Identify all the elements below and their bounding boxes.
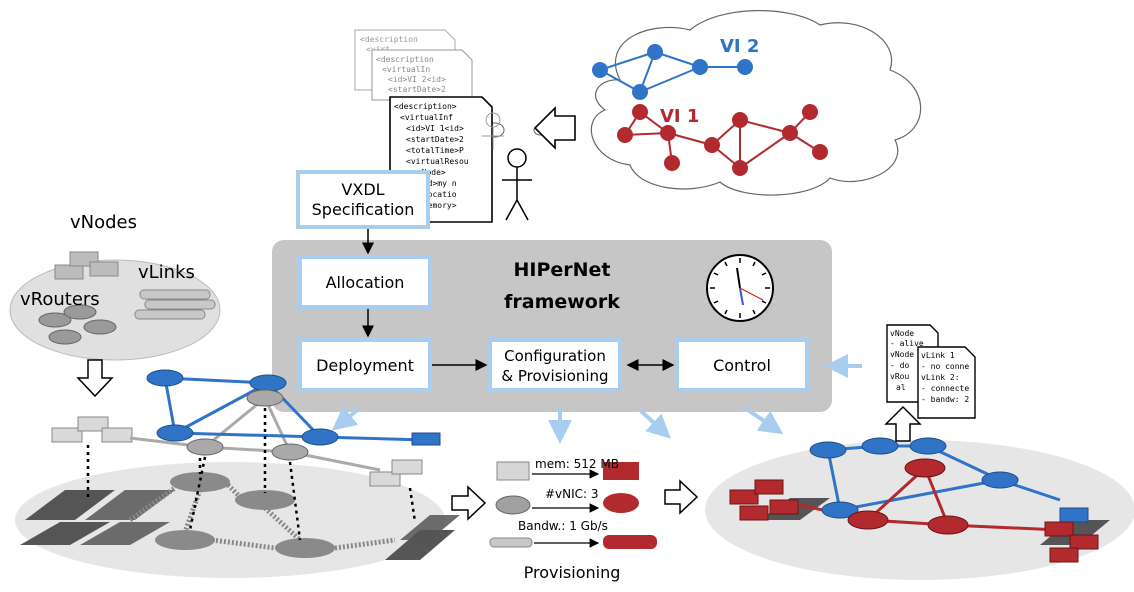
svg-text:<memory>: <memory> [418, 201, 457, 210]
vnodes-label: vNodes [70, 212, 137, 233]
user-figure-ghost-icon [482, 112, 504, 150]
svg-text:<totalTime>P: <totalTime>P [406, 146, 464, 155]
svg-text:<description>: <description> [394, 102, 457, 111]
svg-text:<id>VI 2<id>: <id>VI 2<id> [388, 75, 446, 84]
user-figure-icon [502, 148, 532, 221]
svg-text:- alive: - alive [890, 339, 924, 348]
monitor-doc-2: vLink 1 - no conne vLink 2: - connecte -… [917, 346, 976, 419]
to-result-arrow [664, 479, 699, 515]
svg-text:<description: <description [376, 55, 434, 64]
monitor-up-arrow [884, 405, 922, 442]
vxdl-label: VXDL [341, 180, 384, 199]
svg-text:vLink 2:: vLink 2: [921, 373, 960, 382]
clock-icon [706, 254, 774, 322]
vi1-label: VI 1 [660, 106, 699, 127]
framework-title-line2: framework [504, 291, 620, 313]
deployment-mapping [15, 369, 460, 578]
svg-text:<virtualResou: <virtualResou [406, 157, 469, 166]
svg-text:<locatio: <locatio [418, 190, 457, 199]
configuration-provisioning-box: Configuration & Provisioning [488, 338, 622, 392]
svg-text:<description: <description [360, 35, 418, 44]
svg-text:Allocation: Allocation [326, 273, 405, 292]
svg-text:vLink 1: vLink 1 [921, 351, 955, 360]
framework-title-line1: HIPerNet [513, 259, 610, 281]
svg-text:Deployment: Deployment [316, 356, 414, 375]
svg-text:al: al [896, 383, 906, 392]
vi1-network: VI 1 [617, 104, 828, 176]
provisioning-caption: Provisioning [524, 563, 621, 582]
svg-text:vRou: vRou [890, 372, 909, 381]
svg-text:vNode: vNode [890, 350, 914, 359]
to-provisioning-arrow [451, 485, 487, 521]
svg-text:- connecte: - connecte [921, 384, 969, 393]
bandw-label: Bandw.: 1 Gb/s [518, 519, 608, 533]
svg-text:- no conne: - no conne [921, 362, 969, 371]
svg-text:<startDate>2: <startDate>2 [406, 135, 464, 144]
vlinks-label: vLinks [138, 262, 195, 283]
deployment-box: Deployment [298, 338, 432, 392]
svg-text:<virtualInf: <virtualInf [400, 113, 453, 122]
provisioning-section: mem: 512 MB #vNIC: 3 Bandw.: 1 Gb/s Prov… [489, 457, 657, 582]
specification-label: Specification [312, 200, 415, 219]
svg-text:<startDate>2: <startDate>2 [388, 85, 446, 94]
vi2-network: VI 2 [592, 36, 759, 100]
flow-arrows [362, 229, 675, 371]
vnic-label: #vNIC: 3 [545, 487, 599, 501]
allocation-box: Allocation [298, 255, 432, 309]
svg-text:- do: - do [890, 361, 909, 370]
svg-text:- bandw: 2: - bandw: 2 [921, 395, 969, 404]
svg-text:Configuration: Configuration [504, 347, 606, 365]
provisioned-infrastructure [705, 437, 1134, 580]
svg-text:<virtualIn: <virtualIn [382, 65, 430, 74]
control-box: Control [675, 338, 809, 392]
light-blue-arrows [331, 354, 862, 444]
svg-text:vNode: vNode [890, 329, 914, 338]
svg-text:Control: Control [713, 356, 771, 375]
mem-label: mem: 512 MB [535, 457, 619, 471]
svg-text:<id>VI 1<id>: <id>VI 1<id> [406, 124, 464, 133]
resource-catalog: vNodes vLinks vRouters [9, 212, 221, 361]
monitoring-reports: vNode - alive vNode - do vRou al vLink 1… [886, 324, 976, 419]
vxdl-specification-box: VXDL Specification [296, 170, 430, 229]
cloud-to-spec-arrow [533, 106, 576, 150]
svg-text:& Provisioning: & Provisioning [501, 367, 608, 385]
vrouters-label: vRouters [20, 289, 100, 310]
vi2-label: VI 2 [720, 36, 759, 57]
svg-text:<id>my n: <id>my n [418, 179, 457, 188]
vxdl-doc-mid: <description <virtualIn <id>VI 2<id> <st… [371, 49, 473, 101]
virtual-infrastructure-cloud [463, 9, 922, 196]
catalog-down-arrow [76, 359, 114, 398]
